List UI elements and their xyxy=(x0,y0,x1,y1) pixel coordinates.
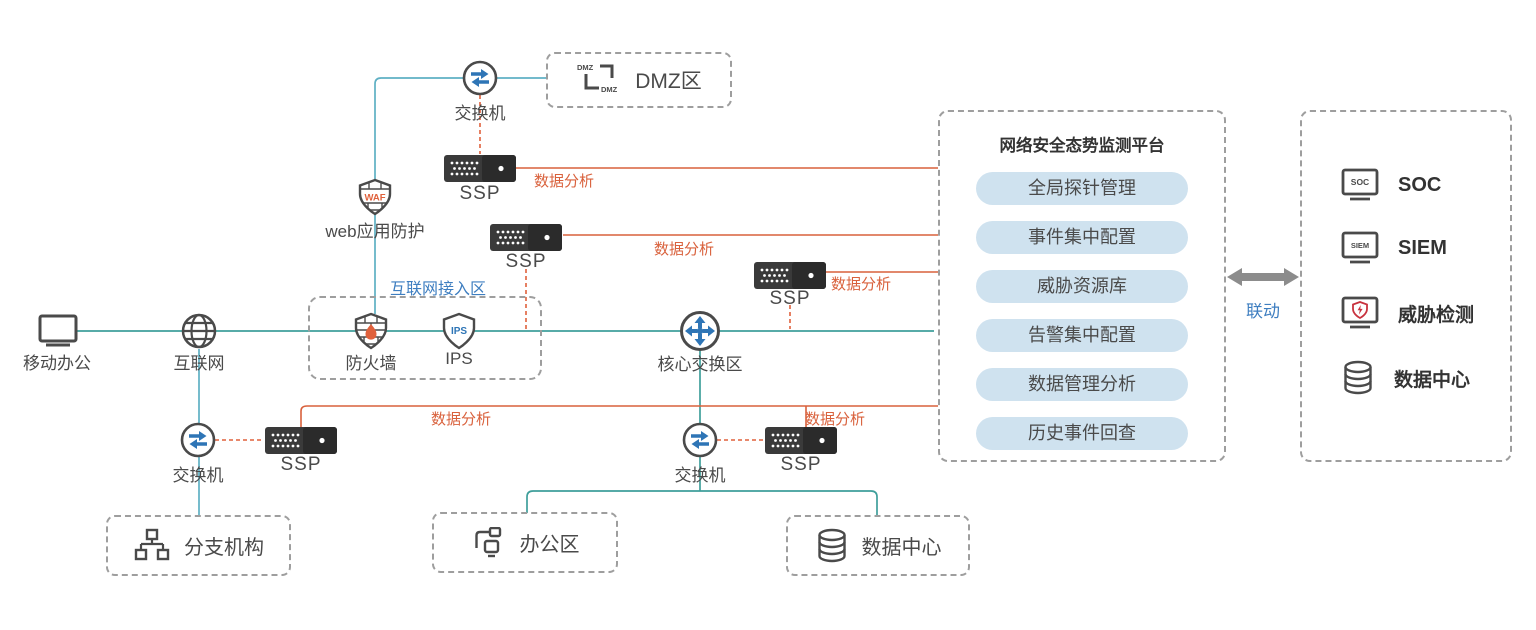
data-analysis-label-5: 数据分析 xyxy=(805,411,866,428)
waf-label: web应用防护 xyxy=(325,222,425,241)
org-hierarchy-icon xyxy=(134,528,170,560)
ssp-label-2: SSP xyxy=(505,251,547,272)
switch-icon xyxy=(682,422,718,458)
external-systems-panel: SOC SOC SIEM SIEM 威胁检测 xyxy=(1300,110,1512,462)
dmz-zone-label: DMZ区 xyxy=(635,70,702,93)
siem-label: SIEM xyxy=(1398,236,1447,259)
dmz-icon-text-bottom: DMZ xyxy=(601,85,618,94)
soc-monitor-icon: SOC xyxy=(1341,168,1379,201)
core-switch-icon xyxy=(680,311,720,351)
platform-title: 网络安全态势监测平台 xyxy=(999,137,1165,155)
database-icon xyxy=(817,528,846,562)
data-analysis-label-4: 数据分析 xyxy=(431,411,492,428)
globe-icon xyxy=(181,313,217,349)
platform-item-data-analysis: 数据管理分析 xyxy=(976,368,1188,401)
internet-node xyxy=(179,311,219,351)
ssp-device-5 xyxy=(765,427,837,454)
external-item-siem: SIEM SIEM xyxy=(1340,228,1447,268)
external-item-soc: SOC SOC xyxy=(1340,165,1441,205)
platform-item-alert-config: 告警集中配置 xyxy=(976,319,1188,352)
firewall-shield-icon xyxy=(354,312,388,350)
data-analysis-label-3: 数据分析 xyxy=(831,276,892,293)
dmz-icon: DMZ DMZ xyxy=(577,63,618,94)
ssp-label-1: SSP xyxy=(459,183,501,204)
office-area-label: 办公区 xyxy=(519,534,580,556)
soc-icon-text: SOC xyxy=(1351,177,1369,187)
core-switch-node xyxy=(678,309,722,353)
waf-shield-icon: WAF xyxy=(358,178,392,216)
firewall-node xyxy=(351,311,391,351)
ips-label: IPS xyxy=(445,349,473,368)
monitor-icon xyxy=(38,314,78,347)
linkage-label: 联动 xyxy=(1246,302,1280,321)
office-area-box: 办公区 xyxy=(432,512,618,573)
platform-item-probe-management: 全局探针管理 xyxy=(976,172,1188,205)
office-devices-icon xyxy=(474,526,501,557)
ips-shield-icon: IPS xyxy=(442,312,476,350)
dmz-box: DMZ DMZ DMZ区 xyxy=(546,52,732,108)
mobile-office-node xyxy=(38,314,78,348)
ips-icon-text: IPS xyxy=(451,326,467,337)
data-center-label: 数据中心 xyxy=(861,537,942,559)
external-item-data-center: 数据中心 xyxy=(1340,358,1470,398)
switch-icon xyxy=(180,422,216,458)
data-analysis-label-2: 数据分析 xyxy=(654,241,715,258)
siem-icon-text: SIEM xyxy=(1351,241,1369,250)
double-arrow-icon xyxy=(1227,268,1299,286)
top-switch-node xyxy=(461,59,499,97)
external-item-threat-detection: 威胁检测 xyxy=(1340,293,1474,333)
ssp-device-2 xyxy=(490,224,562,251)
data-center-box: 数据中心 xyxy=(786,515,970,576)
siem-monitor-icon: SIEM xyxy=(1341,231,1379,264)
waf-icon-text: WAF xyxy=(364,193,385,204)
external-data-center-label: 数据中心 xyxy=(1394,369,1471,391)
threat-detection-monitor-icon xyxy=(1341,296,1379,329)
ssp-device-4 xyxy=(265,427,337,454)
platform-item-history-review: 历史事件回查 xyxy=(976,417,1188,450)
platform-item-threat-repository: 威胁资源库 xyxy=(976,270,1188,303)
ssp-device-3 xyxy=(754,262,826,289)
database-icon xyxy=(1344,360,1372,395)
bottom-middle-switch-node xyxy=(681,421,719,459)
access-zone-box xyxy=(308,296,542,380)
switch-icon xyxy=(462,60,498,96)
top-switch-label: 交换机 xyxy=(454,104,506,123)
core-switch-label: 核心交换区 xyxy=(657,355,743,374)
internet-label: 互联网 xyxy=(173,354,225,373)
ssp-label-4: SSP xyxy=(280,454,322,475)
ssp-label-3: SSP xyxy=(769,288,811,309)
soc-label: SOC xyxy=(1398,173,1442,196)
data-analysis-label-1: 数据分析 xyxy=(534,173,595,190)
bottom-left-switch-label: 交换机 xyxy=(172,466,224,485)
mobile-office-label: 移动办公 xyxy=(23,354,91,373)
platform-panel: 网络安全态势监测平台 全局探针管理 事件集中配置 威胁资源库 告警集中配置 数据… xyxy=(938,110,1226,462)
linkage-arrow xyxy=(1226,265,1300,289)
bottom-left-switch-node xyxy=(179,421,217,459)
waf-node: WAF xyxy=(355,177,395,217)
ssp-label-5: SSP xyxy=(780,454,822,475)
branch-office-box: 分支机构 xyxy=(106,515,291,576)
ssp-device-1 xyxy=(444,155,516,182)
threat-detection-label: 威胁检测 xyxy=(1398,304,1475,326)
platform-item-event-config: 事件集中配置 xyxy=(976,221,1188,254)
dmz-icon-text-top: DMZ xyxy=(577,63,594,72)
access-zone-label: 互联网接入区 xyxy=(389,281,486,298)
firewall-label: 防火墙 xyxy=(345,354,397,373)
ips-node: IPS xyxy=(439,311,479,351)
bottom-middle-switch-label: 交换机 xyxy=(674,466,726,485)
branch-office-label: 分支机构 xyxy=(184,537,264,559)
